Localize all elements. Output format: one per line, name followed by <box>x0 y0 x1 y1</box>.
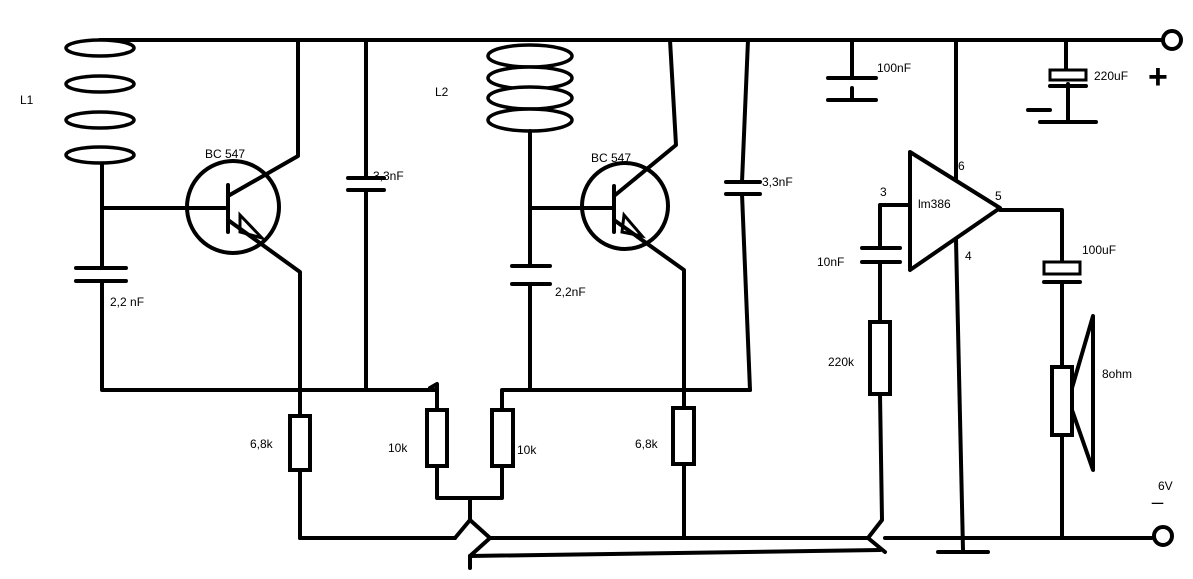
capacitor-c1 <box>74 266 437 392</box>
label-minus: _ <box>1151 483 1164 505</box>
label-r4: 6,8k <box>635 437 659 451</box>
capacitor-c8 <box>1042 260 1082 369</box>
capacitor-c5 <box>826 38 878 102</box>
label-pin6: 6 <box>958 159 965 173</box>
label-voltage: 6V <box>1158 479 1173 493</box>
label-plus: + <box>1148 58 1168 96</box>
transistor-q2 <box>528 38 686 410</box>
label-c8: 100uF <box>1082 243 1116 257</box>
label-c6: 220uF <box>1094 69 1128 83</box>
capacitor-c6 <box>1026 38 1098 124</box>
label-c5: 100nF <box>877 61 911 75</box>
ground-rail <box>298 525 1174 558</box>
label-c4: 3,3nF <box>762 175 793 189</box>
label-speaker: 8ohm <box>1102 367 1132 381</box>
capacitor-c3 <box>510 264 552 392</box>
label-c3: 2,2nF <box>555 285 586 299</box>
positive-rail <box>98 29 1183 51</box>
transistor-q1 <box>100 38 302 417</box>
resistor-r2 <box>425 382 502 500</box>
label-l1: L1 <box>20 93 34 107</box>
label-l2: L2 <box>435 85 449 99</box>
capacitor-c2 <box>346 38 386 392</box>
label-t2: BC 547 <box>591 151 631 165</box>
label-c1: 2,2 nF <box>110 295 144 309</box>
resistor-r5 <box>866 320 892 554</box>
speaker <box>1050 314 1095 540</box>
label-r3: 10k <box>517 443 537 457</box>
coil-l2 <box>486 43 574 268</box>
resistor-r3 <box>453 388 752 570</box>
label-t1: BC 547 <box>205 147 245 161</box>
label-pin4: 4 <box>965 249 972 263</box>
resistor-r1 <box>288 414 312 540</box>
capacitor-c7 <box>860 246 902 324</box>
label-r2: 10k <box>388 441 408 455</box>
label-r5: 220k <box>828 355 855 369</box>
label-pin5: 5 <box>995 189 1002 203</box>
component-labels: L1 L2 BC 547 BC 547 2,2 nF 3,3nF 2,2nF 3… <box>20 58 1173 505</box>
label-pin3: 3 <box>880 185 887 199</box>
label-r1: 6,8k <box>250 437 274 451</box>
resistor-r4 <box>671 406 696 540</box>
capacitor-c4 <box>724 38 762 392</box>
amplifier-lm386 <box>878 38 1064 554</box>
label-c7: 10nF <box>817 255 844 269</box>
label-ic: lm386 <box>918 197 951 211</box>
coil-l1 <box>64 38 136 270</box>
label-c2: 3,3nF <box>373 169 404 183</box>
